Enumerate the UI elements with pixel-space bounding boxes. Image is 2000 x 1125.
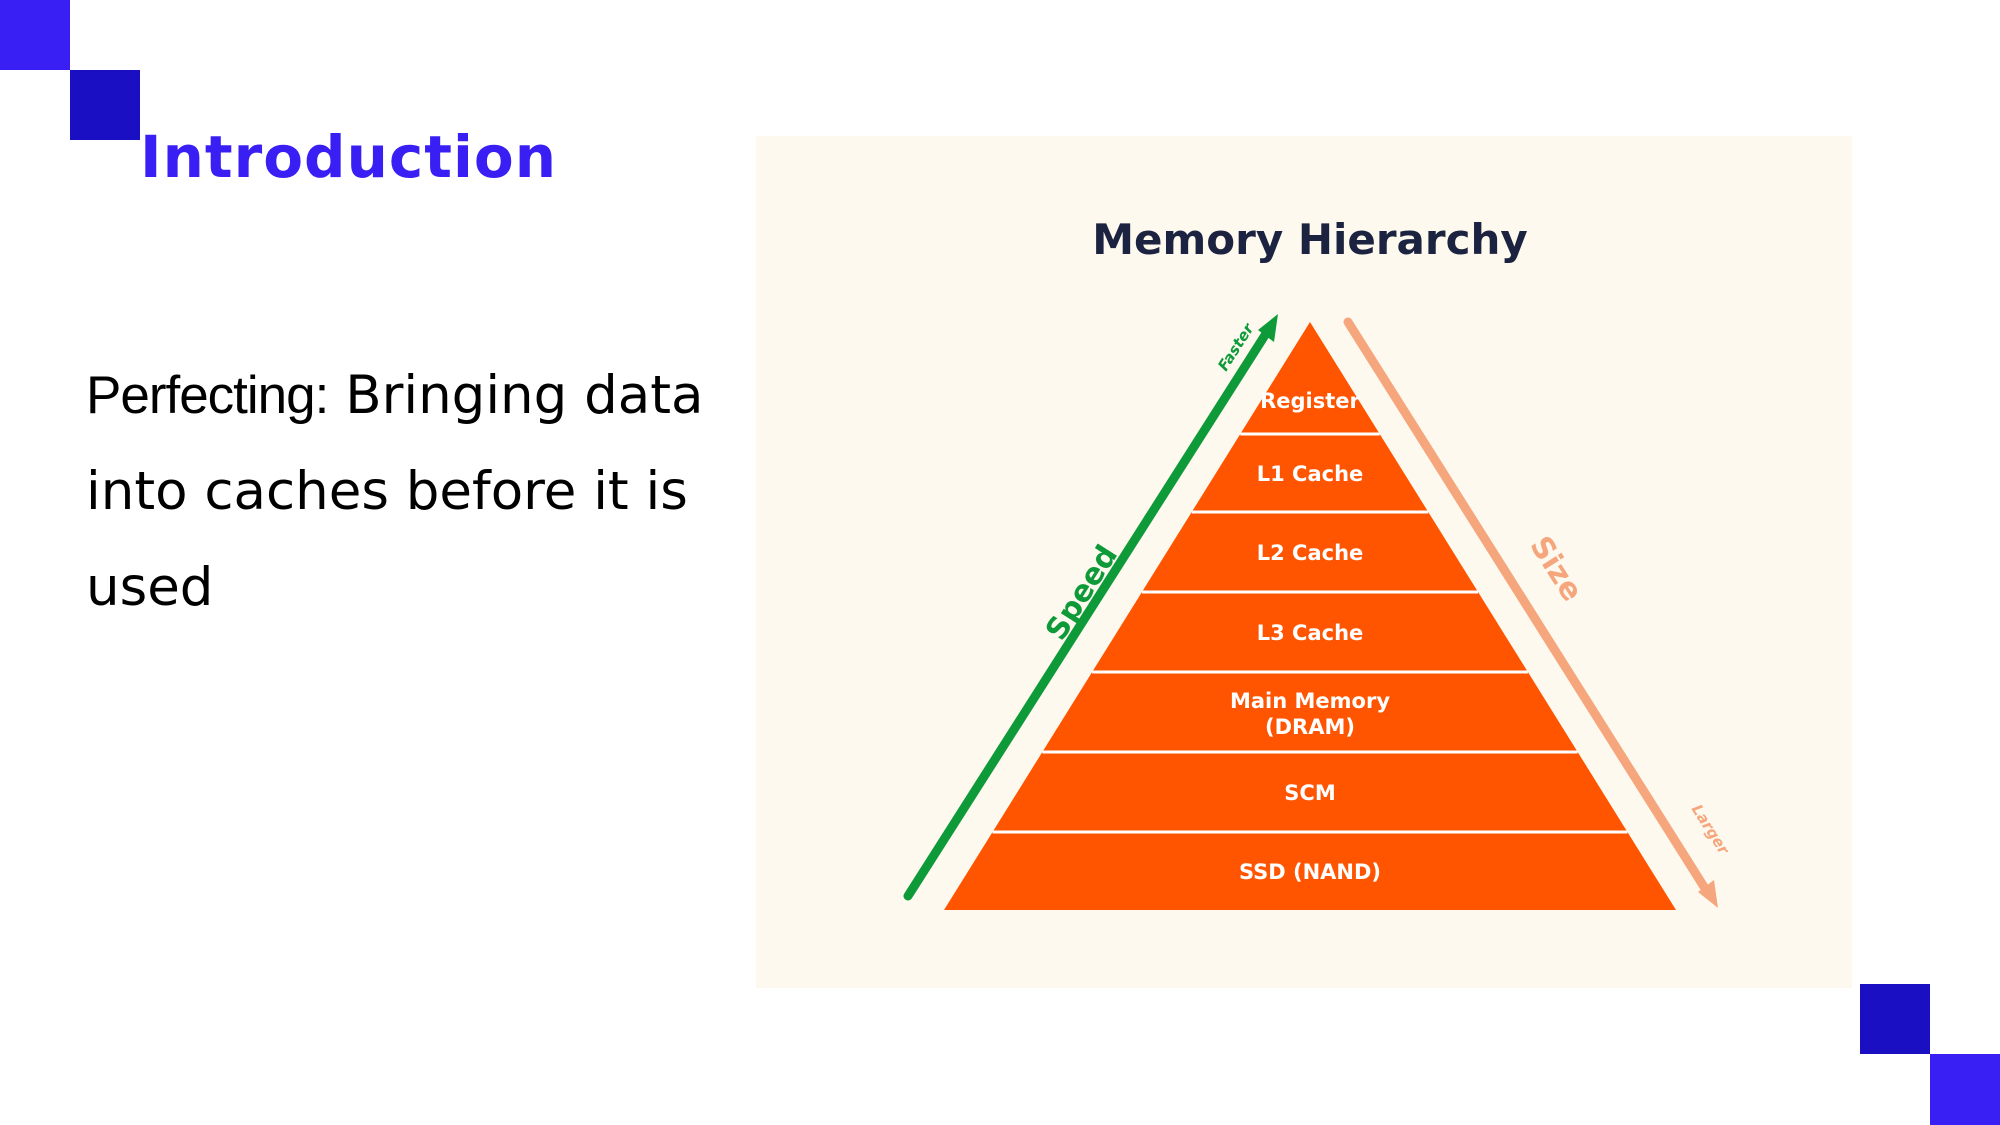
memory-hierarchy-diagram: Memory Hierarchy Register L1 Cache L2 Cach…: [756, 136, 1852, 988]
corner-square-top-left: [0, 0, 70, 70]
corner-square-bottom-right-offset: [1860, 984, 1930, 1054]
body-definition: Bringing data into caches before it is u…: [86, 365, 704, 618]
speed-arrow: [903, 327, 1272, 901]
level-label: L1 Cache: [1257, 462, 1364, 486]
corner-square-bottom-right: [1930, 1054, 2000, 1125]
speed-arrow-head: [1258, 314, 1278, 342]
body-paragraph: Perfecting: Bringing data into caches be…: [86, 348, 706, 636]
size-arrow-head: [1698, 880, 1718, 908]
figure-title: Memory Hierarchy: [1092, 215, 1528, 264]
corner-square-top-left-offset: [70, 70, 140, 140]
pyramid-shape: [944, 322, 1676, 910]
level-label: L2 Cache: [1257, 541, 1364, 565]
level-label: L3 Cache: [1257, 621, 1364, 645]
level-label: SSD (NAND): [1239, 860, 1381, 884]
level-label: Main Memory(DRAM): [1230, 689, 1390, 739]
level-label: SCM: [1284, 781, 1335, 805]
slide-title: Introduction: [140, 123, 557, 191]
level-label: Register: [1260, 389, 1360, 413]
body-lead-term: Perfecting:: [86, 366, 329, 425]
memory-hierarchy-figure: Memory Hierarchy Register L1 Cache L2 Cach…: [756, 136, 1852, 988]
size-arrow: [1343, 317, 1711, 895]
